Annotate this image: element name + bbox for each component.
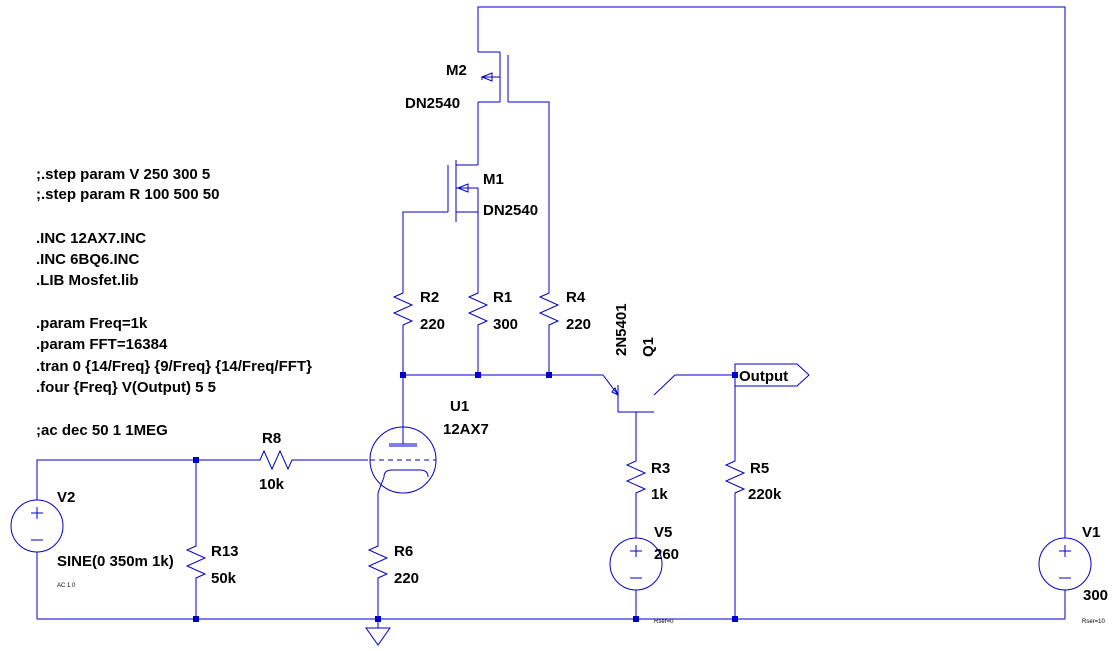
m2-name: M2: [446, 62, 467, 79]
v2-name: V2: [57, 489, 75, 506]
m1-value: DN2540: [483, 202, 538, 219]
mosfet-m1[interactable]: [447, 160, 479, 222]
v2-extra: AC 1 0: [57, 583, 76, 589]
r13-name: R13: [211, 543, 239, 560]
r4-value: 220: [566, 316, 591, 333]
junction-dot: [400, 372, 406, 378]
spice-directives: ;.step param V 250 300 5 ;.step param R …: [36, 166, 312, 439]
v1-extra: Rser=10: [1082, 619, 1106, 625]
wire-m2-gate-r4: [508, 101, 550, 285]
resistor-r8[interactable]: [252, 449, 298, 471]
v1-value: 300: [1083, 587, 1108, 604]
wire-v2-r8: [36, 459, 252, 500]
net-label-text: Output: [739, 368, 788, 385]
wire-top-rail: [477, 6, 1066, 538]
ground-icon: [365, 627, 391, 646]
wires: [36, 6, 1066, 628]
u1-value: 12AX7: [443, 421, 489, 438]
r2-name: R2: [420, 289, 439, 306]
r1-name: R1: [493, 289, 512, 306]
directive-line: .tran 0 {14/Freq} {9/Freq} {14/Freq/FFT}: [36, 358, 312, 375]
mosfet-m2[interactable]: [478, 51, 509, 103]
r4-name: R4: [566, 289, 586, 306]
junction-dot: [732, 616, 738, 622]
r3-value: 1k: [651, 486, 668, 503]
r5-value: 220k: [748, 486, 782, 503]
r3-name: R3: [651, 460, 670, 477]
resistor-r5[interactable]: [724, 452, 746, 505]
v1-name: V1: [1082, 524, 1100, 541]
v5-value: 260: [654, 546, 679, 563]
r6-value: 220: [394, 570, 419, 587]
junction-dot: [375, 616, 381, 622]
voltage-source-v1[interactable]: [1038, 537, 1092, 591]
r6-name: R6: [394, 543, 413, 560]
q1-name: Q1: [640, 337, 657, 357]
directive-line: .four {Freq} V(Output) 5 5: [36, 379, 216, 396]
resistor-r13[interactable]: [185, 537, 207, 590]
r8-value: 10k: [259, 476, 285, 493]
resistor-r1[interactable]: [467, 285, 489, 333]
junction-dot: [475, 372, 481, 378]
triode-u1[interactable]: [369, 422, 437, 494]
junction-dot: [633, 616, 639, 622]
directive-line: .param Freq=1k: [36, 315, 148, 332]
transistor-q1[interactable]: [602, 374, 676, 413]
resistor-r2[interactable]: [392, 285, 414, 333]
voltage-source-v5[interactable]: [609, 537, 663, 591]
directive-line: .INC 12AX7.INC: [36, 230, 146, 247]
junction-dot: [193, 457, 199, 463]
v5-extra: Rser=0: [654, 619, 674, 625]
m1-name: M1: [483, 171, 504, 188]
component-labels: M2 DN2540 M1 DN2540 R2 220 R1 300 R4 220…: [57, 62, 1108, 625]
u1-name: U1: [450, 398, 469, 415]
directive-line: ;.step param R 100 500 50: [36, 186, 219, 203]
wire-m1-gate-r2: [402, 211, 448, 285]
r1-value: 300: [493, 316, 518, 333]
resistor-r6[interactable]: [367, 537, 389, 590]
v5-name: V5: [654, 524, 672, 541]
net-label-output[interactable]: Output: [734, 363, 810, 387]
directive-line: .INC 6BQ6.INC: [36, 251, 140, 268]
junction-dot: [546, 372, 552, 378]
v2-value: SINE(0 350m 1k): [57, 553, 174, 570]
r13-value: 50k: [211, 570, 237, 587]
resistor-r4[interactable]: [538, 285, 560, 333]
directive-line: .param FFT=16384: [36, 336, 168, 353]
directive-line: ;ac dec 50 1 1MEG: [36, 422, 168, 439]
r2-value: 220: [420, 316, 445, 333]
r8-name: R8: [262, 430, 281, 447]
resistor-r3[interactable]: [625, 452, 647, 505]
directive-line: ;.step param V 250 300 5: [36, 166, 210, 183]
m2-value: DN2540: [405, 95, 460, 112]
r5-name: R5: [750, 460, 769, 477]
junction-dot: [193, 616, 199, 622]
voltage-source-v2[interactable]: [10, 499, 64, 553]
directive-line: .LIB Mosfet.lib: [36, 272, 139, 289]
q1-value: 2N5401: [613, 303, 630, 356]
